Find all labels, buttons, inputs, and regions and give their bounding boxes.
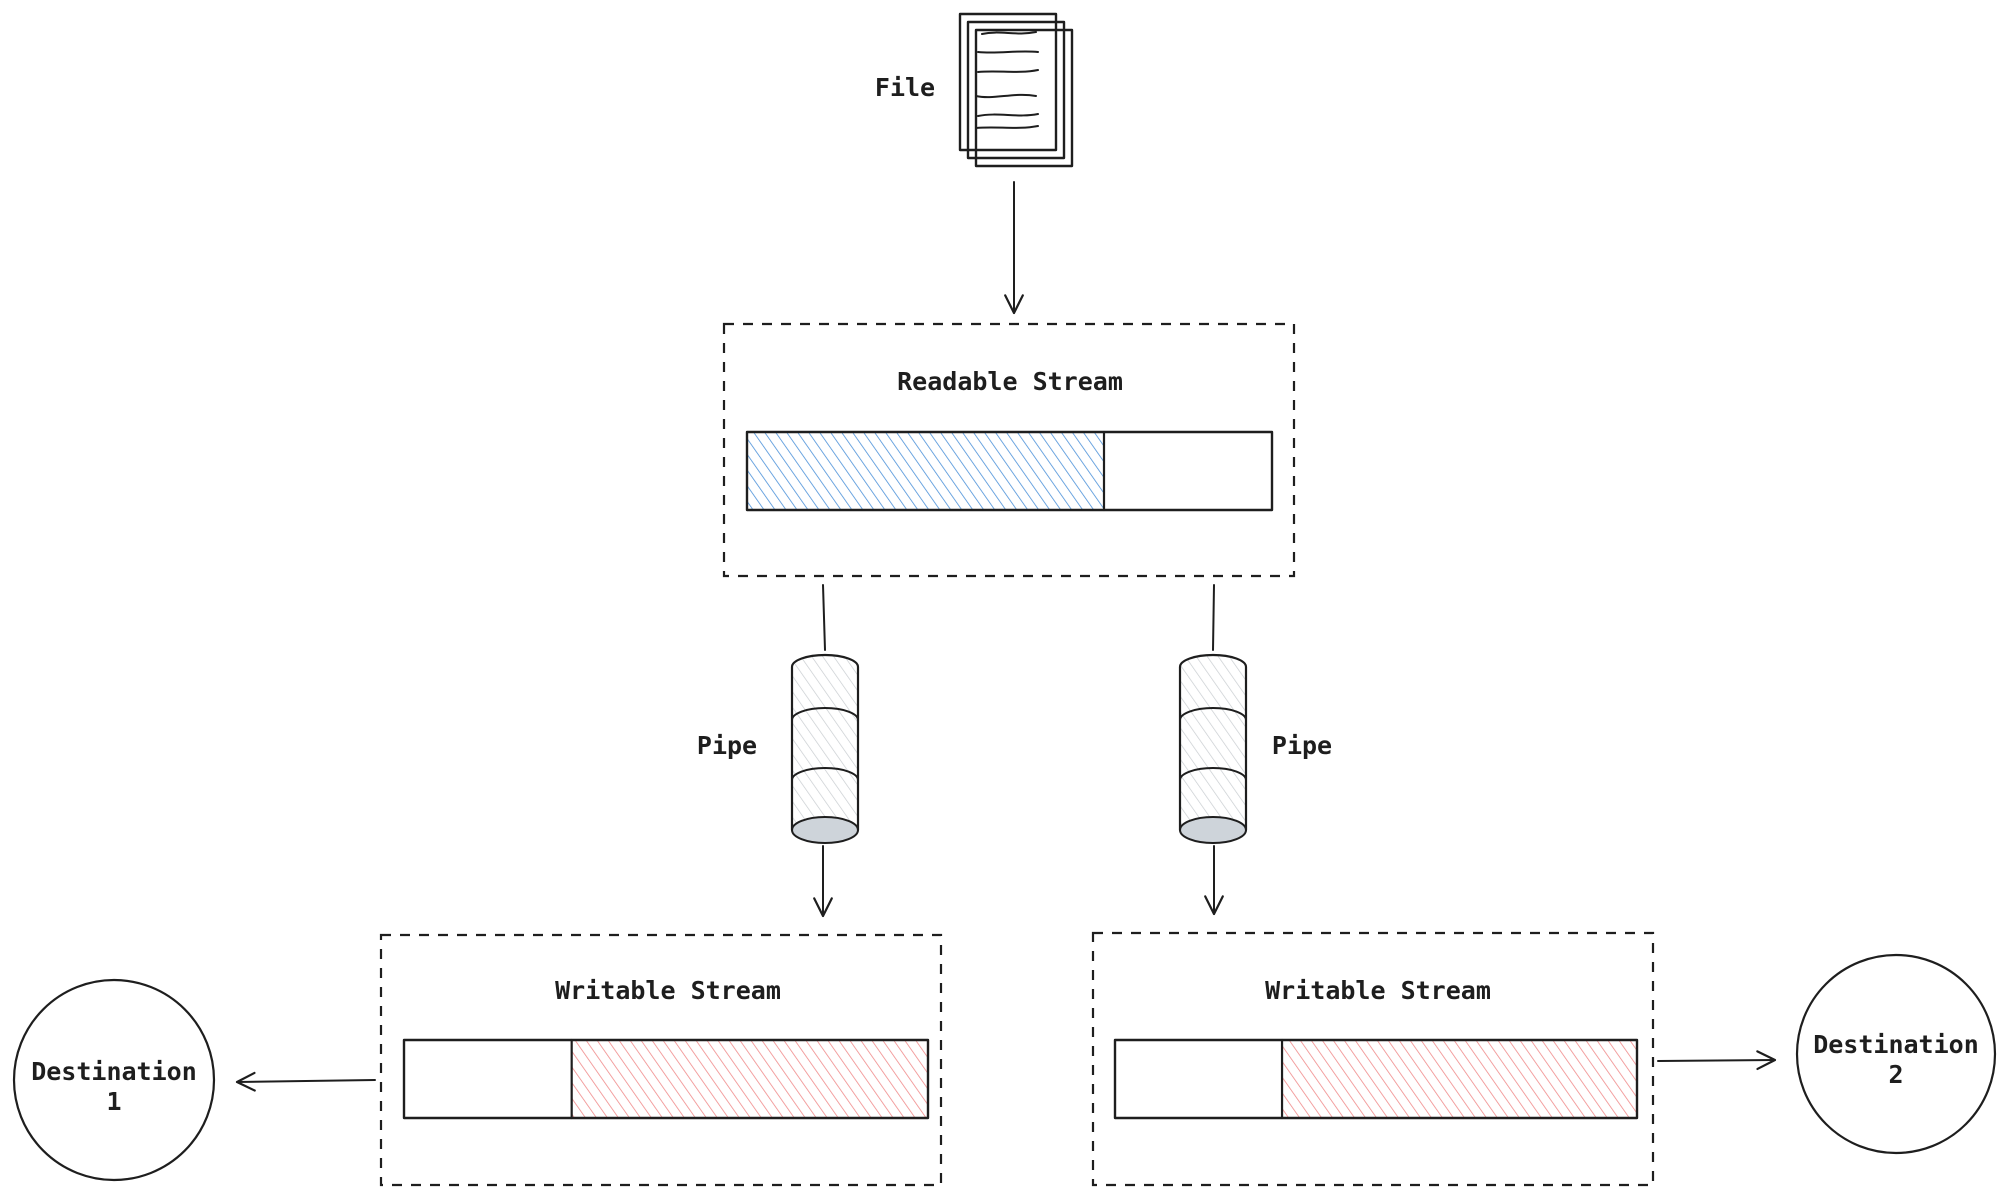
writable-stream-left-label: Writable Stream: [555, 976, 781, 1005]
writable-stream-right-label: Writable Stream: [1265, 976, 1491, 1005]
destination-2-node: Destination 2: [1795, 953, 1997, 1155]
arrow-writable-left-to-destination-1: [235, 1071, 376, 1092]
writable-right-buffer-fill: [1282, 1040, 1637, 1118]
destination-2-label-line1: Destination: [1813, 1030, 1979, 1059]
writable-buffer-bar-right: [1113, 1038, 1639, 1120]
writable-left-buffer-fill: [571, 1040, 928, 1118]
readable-buffer-fill: [747, 432, 1104, 510]
readable-stream-label: Readable Stream: [897, 367, 1123, 396]
arrow-writable-right-to-destination-2: [1657, 1050, 1777, 1071]
file-label: File: [875, 73, 935, 102]
pipe-cylinder-icon: [1178, 653, 1248, 844]
destination-1-label-line1: Destination: [31, 1057, 197, 1086]
writable-buffer-bar-left: [402, 1038, 930, 1120]
readable-buffer-bar: [745, 430, 1274, 512]
pipe-left-label: Pipe: [697, 731, 757, 760]
writable-stream-box-left: Writable Stream: [379, 933, 943, 1187]
destination-2-label-line2: 2: [1888, 1060, 1903, 1089]
writable-stream-box-right: Writable Stream: [1091, 931, 1655, 1187]
file-stack-icon: [958, 12, 1074, 168]
pipe-cylinder-icon: [790, 653, 860, 844]
line-readable-to-right-pipe: [1212, 584, 1215, 651]
destination-1-label-line2: 1: [106, 1087, 121, 1116]
pipe-right-label: Pipe: [1272, 731, 1332, 760]
readable-stream-box: Readable Stream: [722, 322, 1296, 578]
line-readable-to-left-pipe: [822, 584, 826, 651]
destination-1-node: Destination 1: [12, 978, 216, 1182]
